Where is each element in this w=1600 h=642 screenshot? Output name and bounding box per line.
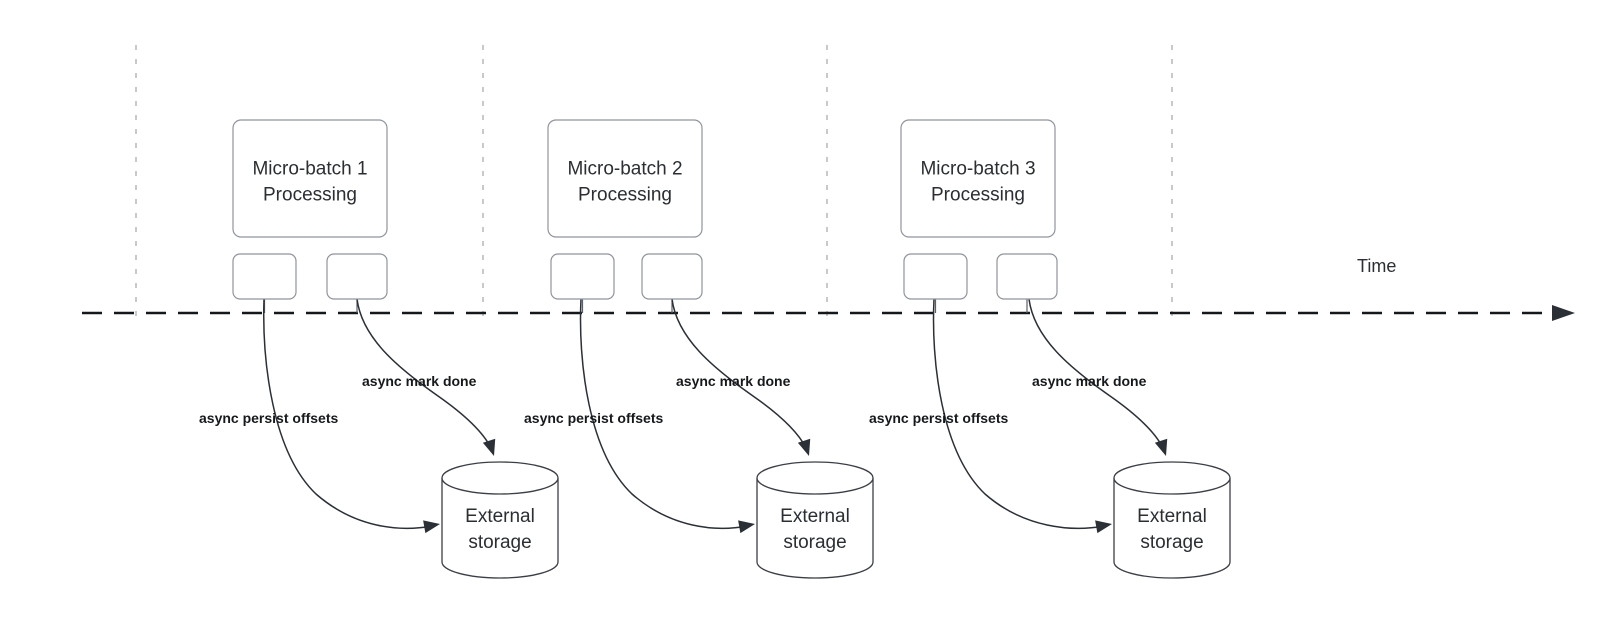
external-storage-label-line1-1: External — [465, 506, 535, 527]
async-mark-done-edge-arrowhead-1 — [482, 438, 496, 456]
node-layer — [232, 119, 1231, 579]
async-mark-done-edge-1 — [356, 298, 492, 449]
cylinder-body-2 — [756, 478, 874, 579]
cylinder-body-1 — [441, 478, 559, 579]
async-persist-offsets-edge-arrowhead-1 — [423, 520, 440, 534]
micro-batch-label-line1-3: Micro-batch 3 — [920, 159, 1035, 180]
async-persist-offsets-edge-3 — [932, 298, 1105, 530]
async-persist-offsets-edge-arrowhead-3-tri — [1095, 520, 1112, 534]
async-mark-done-edge-arrowhead-3-tri — [1154, 438, 1168, 456]
async-persist-offsets-edge-arrowhead-2 — [738, 520, 755, 534]
async-persist-offsets-edge-arrowhead-1-tri — [423, 520, 440, 534]
async-mark-done-edge-2 — [671, 298, 807, 449]
async-mark-done-edge-3 — [1028, 298, 1164, 449]
cylinder-body-3 — [1113, 478, 1231, 579]
mark-done-task-1[interactable] — [326, 253, 388, 300]
async-mark-done-edge-arrowhead-3 — [1154, 438, 1168, 456]
cylinder-top-ellipse-1 — [441, 461, 559, 495]
edge-layer — [263, 298, 1168, 534]
cylinder-top-ellipse-2 — [756, 461, 874, 495]
async-mark-done-edge-arrowhead-2 — [797, 438, 811, 456]
micro-batch-label-line2-1: Processing — [263, 185, 357, 206]
async-mark-done-edge-arrowhead-1-tri — [482, 438, 496, 456]
micro-batch-box-2[interactable] — [547, 119, 703, 238]
async-mark-done-edge-label-1: async mark done — [362, 373, 477, 389]
external-storage-cylinder-3[interactable] — [1113, 461, 1231, 579]
external-storage-label-line2-1: storage — [468, 532, 531, 553]
async-persist-offsets-edge-1 — [263, 298, 433, 530]
micro-batch-label-line2-2: Processing — [578, 185, 672, 206]
async-persist-offsets-edge-arrowhead-3 — [1095, 520, 1112, 534]
external-storage-label-line1-2: External — [780, 506, 850, 527]
time-axis-label: Time — [1357, 256, 1396, 276]
batch-boundary-layer — [135, 45, 1173, 325]
external-storage-cylinder-2[interactable] — [756, 461, 874, 579]
micro-batch-label-line2-3: Processing — [931, 185, 1025, 206]
async-persist-offsets-edge-label-3: async persist offsets — [869, 410, 1008, 426]
micro-batch-box-3[interactable] — [900, 119, 1056, 238]
mark-done-task-2[interactable] — [641, 253, 703, 300]
persist-offsets-task-3[interactable] — [903, 253, 968, 300]
micro-batch-label-line1-1: Micro-batch 1 — [252, 159, 367, 180]
persist-offsets-task-2[interactable] — [550, 253, 615, 300]
external-storage-cylinder-1[interactable] — [441, 461, 559, 579]
async-persist-offsets-edge-label-1: async persist offsets — [199, 410, 338, 426]
time-axis-arrowhead — [1552, 305, 1575, 321]
cylinder-top-ellipse-3 — [1113, 461, 1231, 495]
external-storage-label-line1-3: External — [1137, 506, 1207, 527]
external-storage-label-line2-2: storage — [783, 532, 846, 553]
async-persist-offsets-edge-2 — [579, 298, 748, 530]
async-mark-done-edge-label-2: async mark done — [676, 373, 791, 389]
async-persist-offsets-edge-label-2: async persist offsets — [524, 410, 663, 426]
external-storage-label-line2-3: storage — [1140, 532, 1203, 553]
mark-done-task-3[interactable] — [996, 253, 1058, 300]
async-mark-done-edge-arrowhead-2-tri — [797, 438, 811, 456]
persist-offsets-task-1[interactable] — [232, 253, 297, 300]
async-mark-done-edge-label-3: async mark done — [1032, 373, 1147, 389]
micro-batch-label-line1-2: Micro-batch 2 — [567, 159, 682, 180]
async-persist-offsets-edge-arrowhead-2-tri — [738, 520, 755, 534]
micro-batch-box-1[interactable] — [232, 119, 388, 238]
time-axis-layer — [82, 305, 1575, 321]
